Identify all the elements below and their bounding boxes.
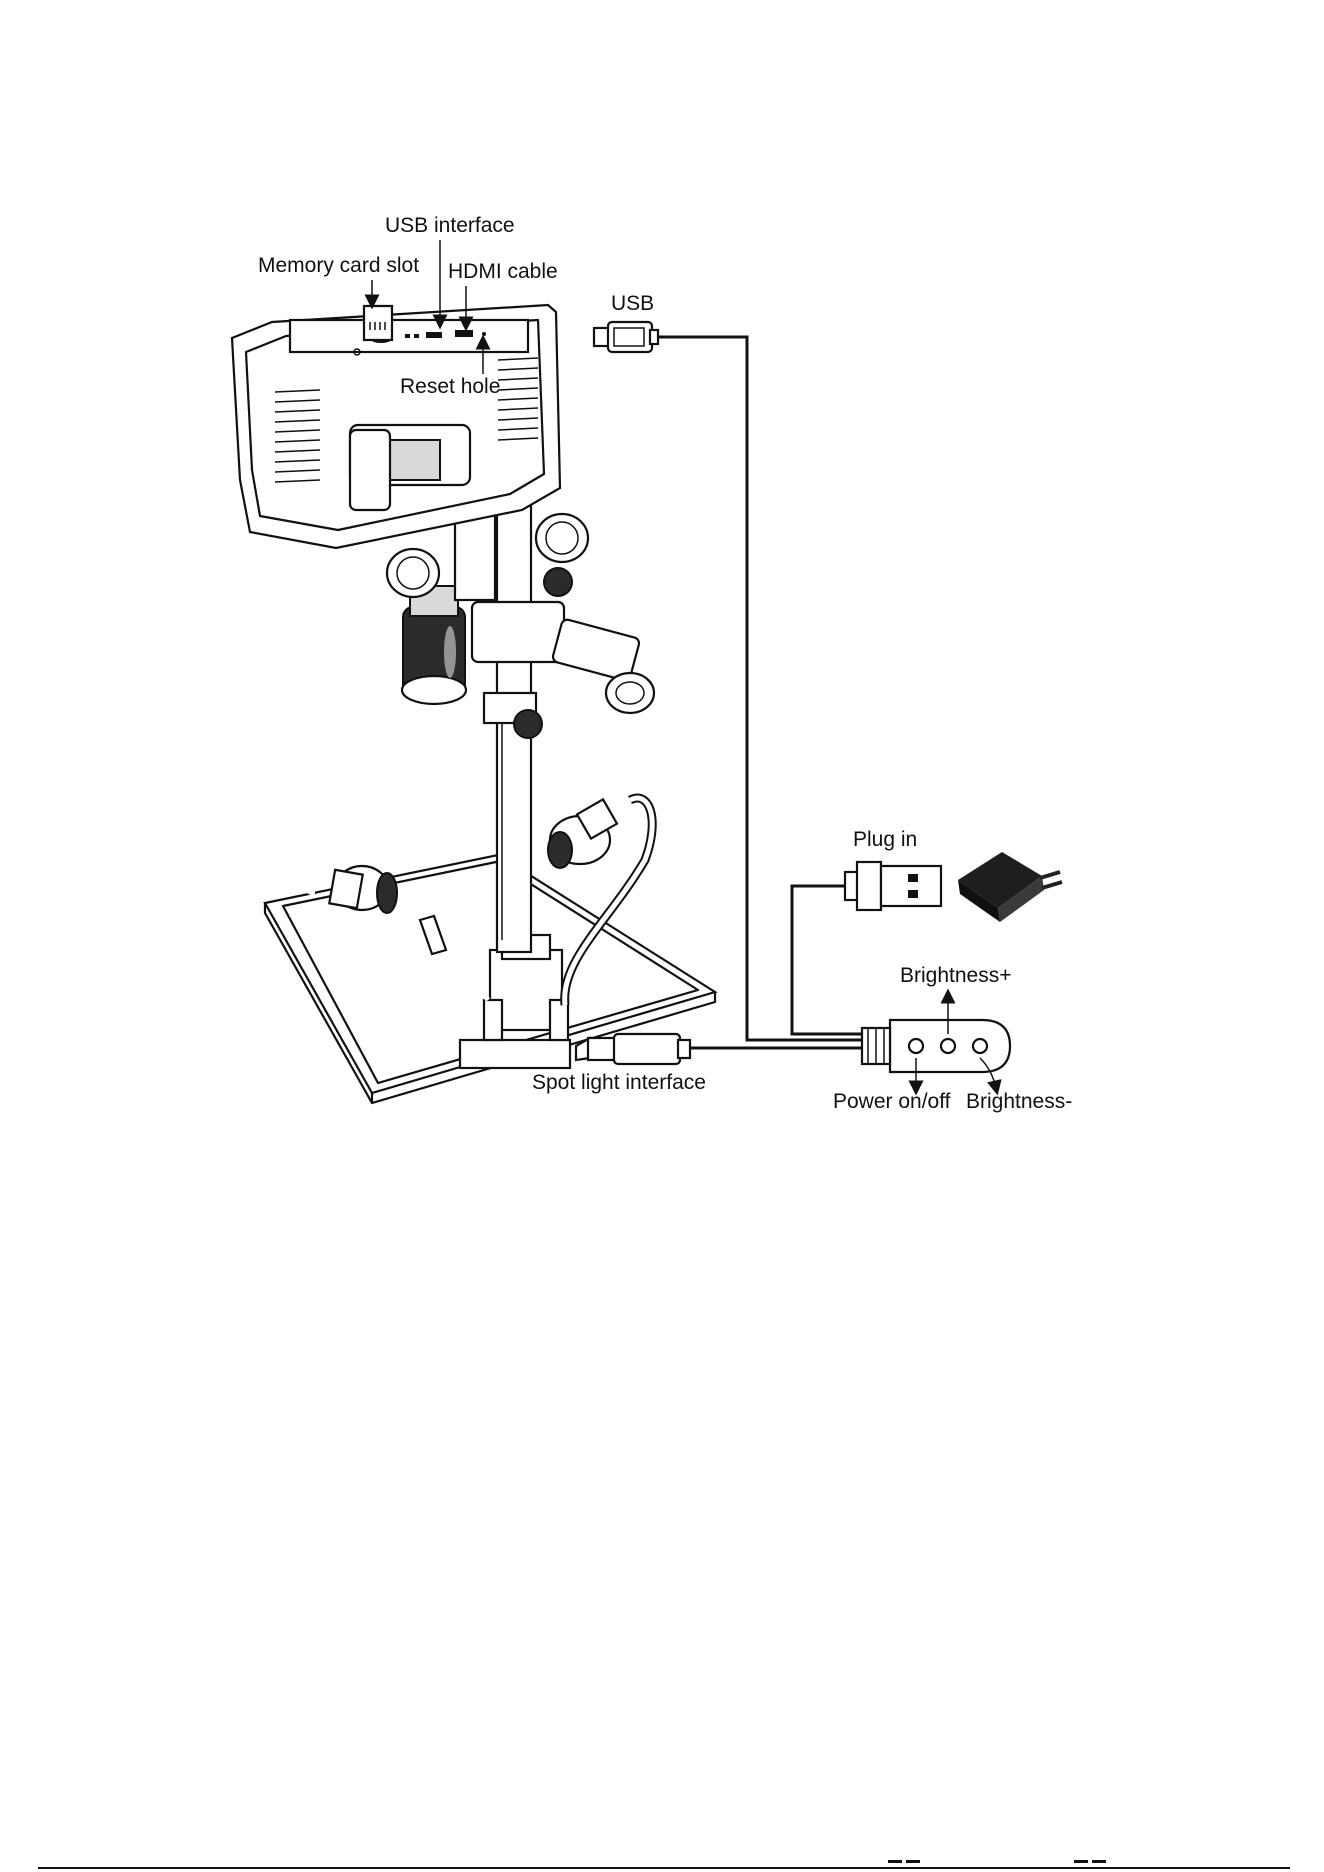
usb-connector-icon — [594, 322, 658, 352]
brightness-minus-label: Brightness- — [966, 1090, 1072, 1113]
spot-light-interface-label: Spot light interface — [532, 1071, 706, 1094]
usb-plug-icon — [845, 862, 941, 910]
brightness-minus-button[interactable] — [973, 1039, 987, 1053]
camera-body — [402, 586, 466, 704]
power-on-off-label: Power on/off — [833, 1090, 951, 1113]
sd-card-icon — [364, 306, 392, 340]
spot-light-jack-icon — [576, 1034, 690, 1064]
hdmi-cable-label: HDMI cable — [448, 260, 558, 283]
footer-rule — [38, 1860, 1290, 1868]
power-adapter-icon — [958, 852, 1062, 922]
usb-interface-label: USB interface — [385, 214, 515, 237]
power-button[interactable] — [909, 1039, 923, 1053]
monitor — [232, 305, 560, 548]
reset-hole-label: Reset hole — [400, 375, 500, 398]
usb-cable — [658, 337, 870, 1040]
control-box — [862, 1020, 1010, 1072]
plug-in-label: Plug in — [853, 828, 917, 851]
brightness-plus-label: Brightness+ — [900, 964, 1011, 987]
brightness-plus-button[interactable] — [941, 1039, 955, 1053]
usb-label: USB — [611, 292, 654, 315]
memory-card-slot-label: Memory card slot — [258, 254, 419, 277]
